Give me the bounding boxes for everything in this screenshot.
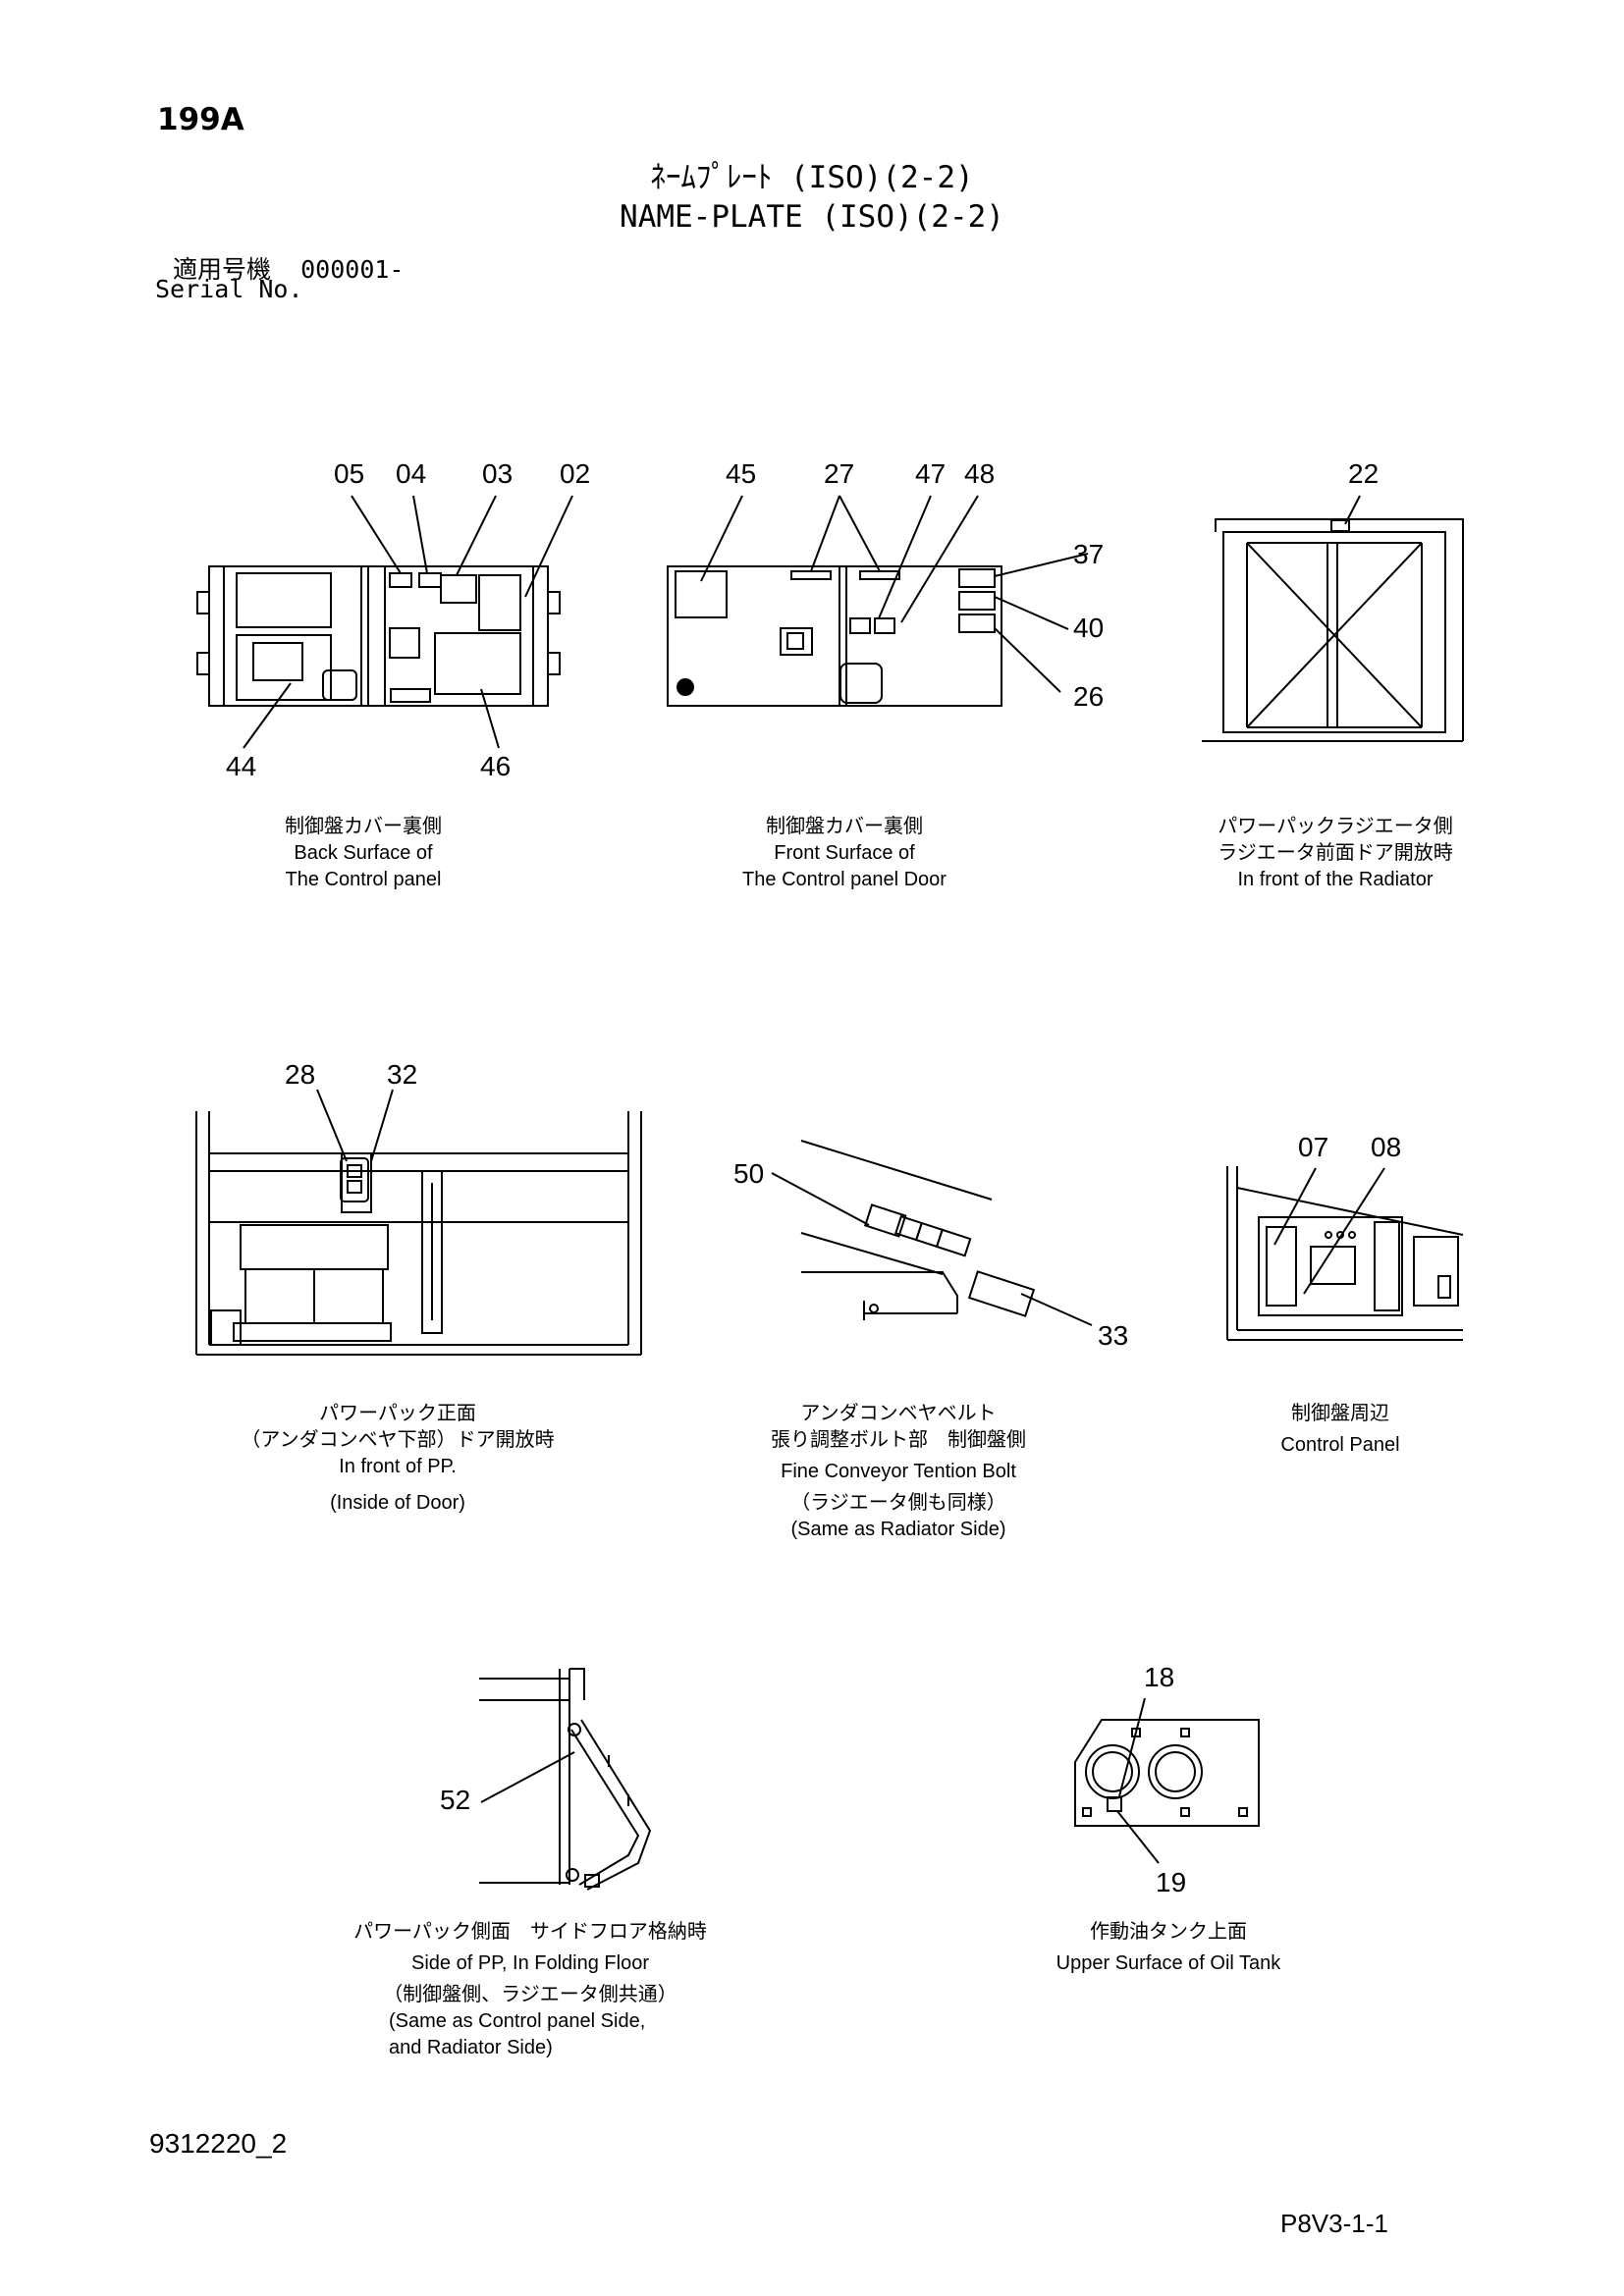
caption-jp: 作動油タンク上面 [1090, 1921, 1247, 1943]
view-conveyor-belt [771, 1140, 1093, 1326]
callout-50: 50 [733, 1158, 764, 1189]
caption-en-1: Back Surface of [294, 842, 433, 864]
serial-label-en: Serial No. [155, 275, 303, 303]
callout-40: 40 [1073, 613, 1104, 643]
callout-27: 27 [824, 458, 854, 489]
caption-en-1: In front of PP. [339, 1456, 457, 1477]
caption-folding-floor: パワーパック側面 サイドフロア格納時 Side of PP, In Foldin… [324, 1919, 736, 2061]
caption-en: Upper Surface of Oil Tank [1056, 1952, 1281, 1974]
view-front-pp [195, 1089, 642, 1356]
caption-jp: 制御盤カバー裏側 [766, 816, 923, 837]
caption-en-1: Fine Conveyor Tention Bolt [781, 1461, 1016, 1482]
caption-back-control-panel: 制御盤カバー裏側 Back Surface of The Control pan… [245, 814, 481, 893]
caption-jp-1: パワーパック側面 サイドフロア格納時 [353, 1921, 707, 1943]
door-outline [667, 565, 1002, 707]
caption-jp: 制御盤周辺 [1291, 1403, 1389, 1424]
caption-jp-3: （ラジエータ側も同様） [790, 1492, 1006, 1514]
caption-conveyor-belt: アンダコンベヤベルト 張り調整ボルト部 制御盤側 Fine Conveyor T… [731, 1401, 1065, 1543]
caption-radiator: パワーパックラジエータ側 ラジエータ前面ドア開放時 In front of th… [1193, 814, 1478, 893]
callout-19: 19 [1156, 1867, 1186, 1897]
caption-control-panel: 制御盤周辺 Control Panel [1222, 1401, 1458, 1459]
caption-jp-2: 張り調整ボルト部 制御盤側 [771, 1429, 1026, 1451]
caption-jp-1: パワーパックラジエータ側 [1218, 816, 1453, 837]
serial-value: 000001- [300, 255, 405, 284]
caption-jp: 制御盤カバー裏側 [285, 816, 442, 837]
caption-en-1: Side of PP, In Folding Floor [411, 1952, 649, 1974]
title-english: NAME-PLATE (ISO)(2-2) [620, 199, 1004, 235]
callout-52: 52 [440, 1785, 470, 1815]
caption-jp-2: ラジエータ前面ドア開放時 [1218, 842, 1453, 864]
callout-46: 46 [480, 751, 511, 781]
view-radiator [1202, 495, 1464, 742]
view-control-panel [1226, 1166, 1464, 1341]
callout-37: 37 [1073, 539, 1104, 569]
callout-02: 02 [560, 458, 590, 489]
callout-18: 18 [1144, 1662, 1174, 1692]
caption-en-2: The Control panel [285, 869, 442, 890]
view-oil-tank [1074, 1697, 1260, 1864]
title-japanese: ﾈｰﾑﾌﾟﾚｰﾄ (ISO)(2-2) [650, 160, 974, 195]
callout-22: 22 [1348, 458, 1379, 489]
callout-26: 26 [1073, 681, 1104, 712]
serial-label-jp: 適用号機 [173, 255, 272, 284]
callout-44: 44 [226, 751, 256, 781]
caption-jp-2: （制御盤側、ラジエータ側共通） [383, 1984, 677, 2005]
callout-05: 05 [334, 458, 364, 489]
caption-en-2: The Control panel Door [742, 869, 947, 890]
view-front-control-panel-door [667, 495, 1089, 707]
callout-04: 04 [396, 458, 426, 489]
caption-en: Control Panel [1280, 1434, 1400, 1456]
caption-front-pp: パワーパック正面 （アンダコンベヤ下部）ドア開放時 In front of PP… [221, 1401, 574, 1517]
serial-row: 適用号機 000001- [173, 250, 404, 286]
view-back-control-panel [196, 495, 573, 749]
caption-jp-2: （アンダコンベヤ下部）ドア開放時 [241, 1429, 555, 1451]
caption-en: In front of the Radiator [1237, 869, 1434, 890]
caption-jp-1: パワーパック正面 [319, 1403, 476, 1424]
caption-en-2: (Same as Control panel Side, [389, 2010, 646, 2032]
callout-07: 07 [1298, 1132, 1328, 1162]
panel-outline [208, 565, 549, 707]
caption-en-1: Front Surface of [774, 842, 915, 864]
document-number: 9312220_2 [149, 2128, 288, 2159]
page-code: P8V3-1-1 [1280, 2209, 1388, 2238]
callout-32: 32 [387, 1059, 417, 1090]
caption-en-2: (Same as Radiator Side) [790, 1519, 1006, 1540]
page-number: 199A [157, 102, 244, 137]
view-folding-floor [479, 1668, 652, 1891]
callout-08: 08 [1371, 1132, 1401, 1162]
callout-47: 47 [915, 458, 946, 489]
callout-45: 45 [726, 458, 756, 489]
callout-labels: 05 04 03 02 44 46 45 27 47 48 37 40 26 2… [226, 458, 1401, 1897]
caption-en-2: (Inside of Door) [330, 1492, 465, 1514]
callout-33: 33 [1098, 1320, 1128, 1351]
caption-jp-1: アンダコンベヤベルト [800, 1403, 997, 1424]
caption-front-control-panel-door: 制御盤カバー裏側 Front Surface of The Control pa… [707, 814, 982, 893]
callout-48: 48 [964, 458, 995, 489]
callout-28: 28 [285, 1059, 315, 1090]
callout-03: 03 [482, 458, 513, 489]
caption-en-3: and Radiator Side) [389, 2037, 553, 2058]
caption-oil-tank: 作動油タンク上面 Upper Surface of Oil Tank [1021, 1919, 1316, 1977]
